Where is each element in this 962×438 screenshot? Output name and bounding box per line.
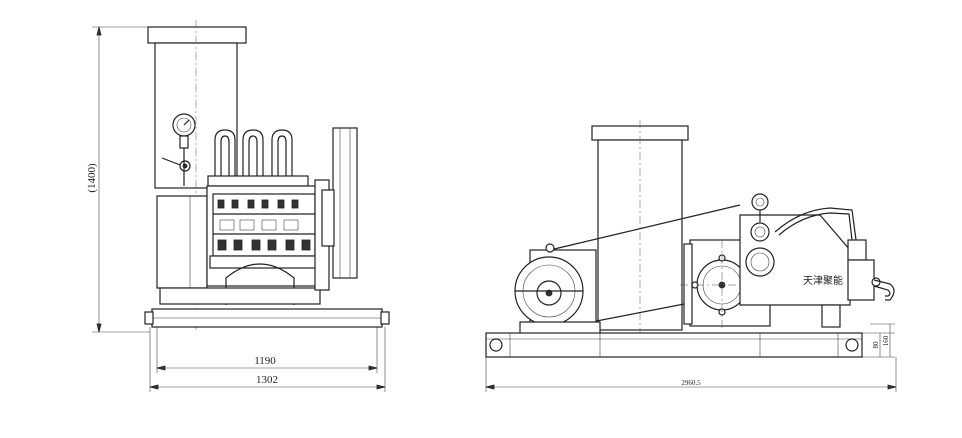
base-height-dimensions: 80 160: [862, 323, 895, 358]
front-pulley: [321, 127, 358, 279]
front-view: (1400): [86, 20, 390, 392]
base-dim-160-label: 160: [882, 335, 890, 346]
fluid-end: 天津聚能: [739, 214, 851, 306]
length-dimension-label: 2960.5: [681, 379, 701, 387]
height-dimension-label: (1400): [86, 163, 98, 193]
side-view: 天津聚能: [485, 120, 897, 392]
discharge-pipes: [207, 129, 309, 187]
discharge-valve: [821, 239, 895, 328]
side-cylinder: [591, 120, 689, 335]
side-gauge: [751, 193, 857, 241]
length-dimension: 2960.5: [485, 357, 897, 392]
side-base: [485, 332, 863, 358]
front-base: [144, 308, 390, 328]
inner-width-label: 1190: [254, 355, 276, 367]
height-dimension: (1400): [86, 26, 150, 333]
width-dimensions: 1190 1302: [149, 327, 386, 392]
base-dim-80-label: 80: [872, 341, 880, 349]
pressure-gauge: [161, 113, 196, 186]
motor-pulley: [514, 243, 601, 335]
nameplate-text: 天津聚能: [803, 274, 843, 287]
front-pump-block: [156, 179, 330, 305]
outer-width-label: 1302: [256, 374, 278, 386]
